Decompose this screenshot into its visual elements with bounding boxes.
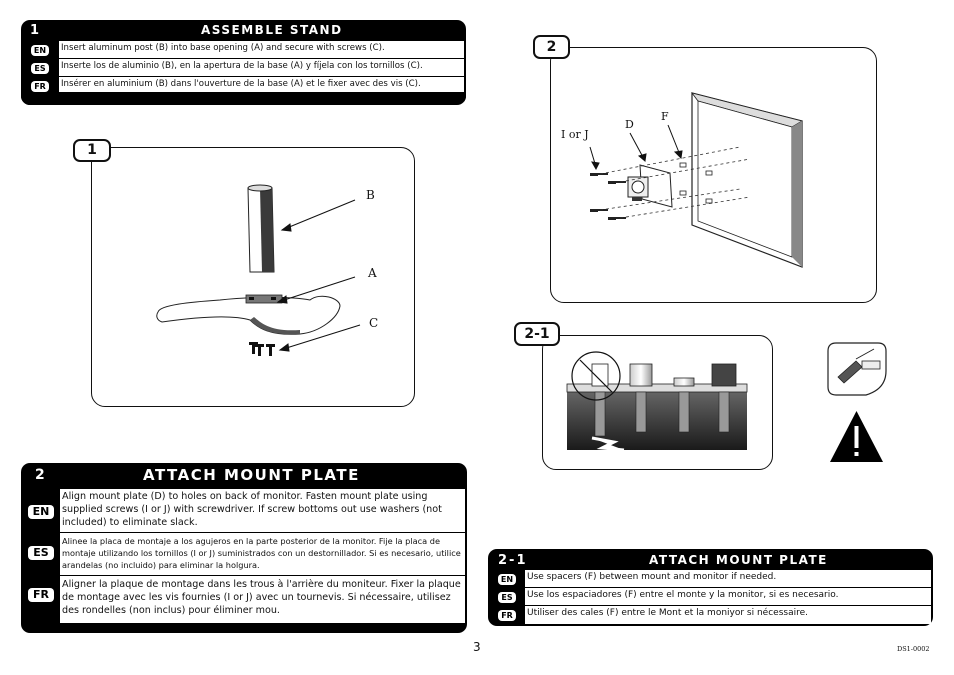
- step1-text-fr: Insérer en aluminium (B) dans l'ouvertur…: [61, 79, 421, 89]
- step2-1-lang-fr: FR: [498, 610, 516, 621]
- step2-text-es: Alinee la placa de montaje a los agujero…: [62, 536, 461, 570]
- step2-1-number: 2-1: [498, 553, 528, 568]
- figure2-illustration: [589, 92, 804, 268]
- step2-text-en: Align mount plate (D) to holes on back o…: [62, 491, 442, 528]
- screws-i-or-j: [590, 173, 626, 220]
- figure2-label: 2: [533, 35, 570, 59]
- screws-c: [249, 342, 275, 356]
- step1-row-en: Insert aluminum post (B) into base openi…: [59, 41, 464, 59]
- screwdriver-icon: [827, 342, 887, 396]
- figure2-1-illustration: [566, 351, 748, 452]
- step2-title: ATTACH MOUNT PLATE: [143, 466, 360, 484]
- step1-panel: 1 ASSEMBLE STAND Insert aluminum post (B…: [21, 20, 466, 113]
- step2-1-row-es: Use los espaciadores (F) entre el monte …: [525, 588, 931, 606]
- doc-code: DS1-0002: [897, 645, 930, 653]
- spacer-columns: [591, 363, 737, 437]
- step2-1-panel: 2-1 ATTACH MOUNT PLATE Use spacers (F) b…: [488, 549, 933, 626]
- step2-1-text-fr: Utiliser des cales (F) entre le Mont et …: [527, 608, 808, 618]
- step2-text-fr: Aligner la plaque de montage dans les tr…: [62, 579, 461, 616]
- figure2-callout-d: D: [625, 118, 634, 131]
- spacers-f: [679, 162, 713, 204]
- step2-1-row-en: Use spacers (F) between mount and monito…: [525, 570, 931, 588]
- figure1-callout-a: A: [368, 266, 377, 280]
- step1-lang-es: ES: [31, 63, 49, 74]
- step1-row-es: Inserte los de aluminio (B), en la apert…: [59, 59, 464, 77]
- step1-lang-en: EN: [31, 45, 49, 56]
- step2-1-rows: Use spacers (F) between mount and monito…: [525, 570, 931, 624]
- step1-text-es: Inserte los de aluminio (B), en la apert…: [61, 61, 423, 71]
- step2-row-fr: Aligner la plaque de montage dans les tr…: [60, 576, 465, 623]
- step2-1-text-es: Use los espaciadores (F) entre el monte …: [527, 590, 839, 600]
- step1-row-fr: Insérer en aluminium (B) dans l'ouvertur…: [59, 77, 464, 95]
- warning-icon: [830, 411, 883, 462]
- page-number: 3: [473, 640, 481, 654]
- aluminum-post: [247, 184, 275, 273]
- figure1-callout-b: B: [366, 188, 375, 202]
- figure2-callout-f: F: [661, 110, 669, 123]
- step1-lang-fr: FR: [31, 81, 49, 92]
- step2-row-en: Align mount plate (D) to holes on back o…: [60, 489, 465, 533]
- figure2-callout-i-or-j: I or J: [561, 128, 589, 141]
- step2-1-title: ATTACH MOUNT PLATE: [649, 553, 828, 567]
- step2-lang-fr: FR: [28, 588, 54, 602]
- step2-lang-en: EN: [28, 505, 54, 519]
- step1-title: ASSEMBLE STAND: [201, 23, 343, 37]
- figure2-1-label: 2-1: [514, 322, 560, 346]
- figure1-label: 1: [73, 139, 111, 162]
- figure1-illustration: [156, 184, 361, 356]
- mount-plate-d: [627, 164, 673, 208]
- step2-panel: 2 ATTACH MOUNT PLATE Align mount plate (…: [21, 463, 467, 633]
- step2-1-text-en: Use spacers (F) between mount and monito…: [527, 572, 777, 582]
- step1-number: 1: [30, 23, 40, 38]
- step2-row-es: Alinee la placa de montaje a los agujero…: [60, 533, 465, 576]
- monitor-back: [690, 92, 804, 268]
- step2-1-lang-en: EN: [498, 574, 516, 585]
- figure1-callout-c: C: [369, 316, 379, 330]
- stand-base: [156, 294, 341, 335]
- step2-lang-es: ES: [28, 546, 54, 560]
- step1-text-en: Insert aluminum post (B) into base openi…: [61, 43, 385, 53]
- step1-panel-bottom: [21, 92, 466, 105]
- step2-rows: Align mount plate (D) to holes on back o…: [60, 489, 465, 623]
- step2-number: 2: [35, 467, 45, 483]
- step2-1-lang-es: ES: [498, 592, 516, 603]
- step2-1-row-fr: Utiliser des cales (F) entre le Mont et …: [525, 606, 931, 624]
